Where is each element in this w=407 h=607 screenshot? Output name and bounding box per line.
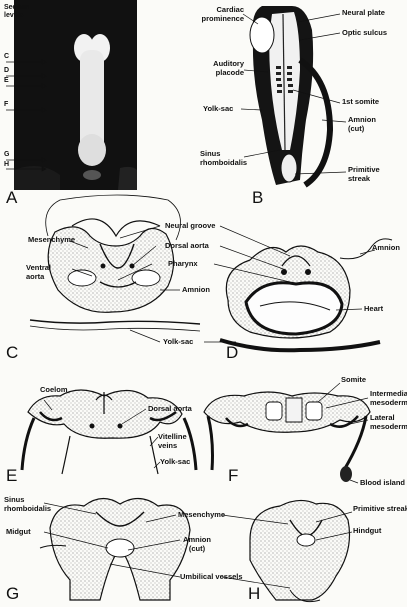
panel-letter-d: D xyxy=(226,343,238,363)
label-pharynx: Pharynx xyxy=(168,260,198,269)
label-umbilical-vessels: Umbilical vessels xyxy=(180,573,243,582)
label-lateral-mesoderm: Lateral mesoderm xyxy=(370,414,407,431)
label-intermediate-mesoderm: Intermediate mesoderm xyxy=(370,390,407,407)
panel-letter-e: E xyxy=(6,466,17,486)
label-vitelline-veins: Vitelline veins xyxy=(158,433,188,450)
panel-letter-h: H xyxy=(248,584,260,604)
label-hindgut: Hindgut xyxy=(353,527,381,536)
section-level-h: H xyxy=(4,161,9,168)
panel-g-section xyxy=(40,498,190,600)
label-heart: Heart xyxy=(364,305,383,314)
section-level-g: G xyxy=(4,151,9,158)
label-primitive-streak-h: Primitive streak xyxy=(353,505,407,514)
label-sinus-rhomboidalis-g: Sinus rhomboidalis xyxy=(4,496,44,513)
label-ventral-aorta: Ventral aorta xyxy=(26,264,68,281)
label-neural-groove: Neural groove xyxy=(165,222,215,231)
panel-letter-c: C xyxy=(6,343,18,363)
section-level-e: E xyxy=(4,77,9,84)
label-sinus-rhomboidalis-b: Sinus rhomboidalis xyxy=(200,150,244,167)
label-blood-island: Blood island xyxy=(360,479,405,488)
label-amnion-cut-gh: Amnion (cut) xyxy=(182,536,212,553)
label-dorsal-aorta-cd: Dorsal aorta xyxy=(165,242,209,251)
section-level-c: C xyxy=(4,53,9,60)
section-levels-title: Section levels xyxy=(4,4,32,20)
label-dorsal-aorta-e: Dorsal aorta xyxy=(148,405,192,414)
label-yolk-sac-e: Yolk-sac xyxy=(160,458,190,467)
label-neural-plate: Neural plate xyxy=(342,9,385,18)
label-cardiac-prominence: Cardiac prominence xyxy=(196,6,244,23)
panel-letter-f: F xyxy=(228,466,238,486)
section-level-f: F xyxy=(4,101,8,108)
label-mesenchyme-c: Mesenchyme xyxy=(28,236,75,245)
panel-a-section-arrows xyxy=(6,60,46,171)
label-primitive-streak-b: Primitive streak xyxy=(348,166,388,183)
panel-letter-g: G xyxy=(6,584,19,604)
label-auditory-placode: Auditory placode xyxy=(204,60,244,77)
label-yolk-sac-cd: Yolk-sac xyxy=(163,338,193,347)
label-amnion-d: Amnion xyxy=(372,244,400,253)
label-yolk-sac-b: Yolk-sac xyxy=(203,105,233,114)
label-first-somite: 1st somite xyxy=(342,98,379,107)
panel-a-embryo-photo xyxy=(14,34,137,190)
label-amnion-c: Amnion xyxy=(182,286,210,295)
label-somite: Somite xyxy=(341,376,366,385)
label-amnion-cut-b: Amnion (cut) xyxy=(348,116,378,133)
panel-letter-a: A xyxy=(6,188,17,208)
panel-letter-b: B xyxy=(252,188,263,208)
panel-h-section xyxy=(250,500,350,601)
section-level-d: D xyxy=(4,67,9,74)
label-mesenchyme-gh: Mesenchyme xyxy=(178,511,225,520)
label-optic-sulcus: Optic sulcus xyxy=(342,29,387,38)
label-coelom: Coelom xyxy=(40,386,68,395)
panel-b-embryo-drawing xyxy=(250,6,330,185)
label-midgut: Midgut xyxy=(6,528,31,537)
